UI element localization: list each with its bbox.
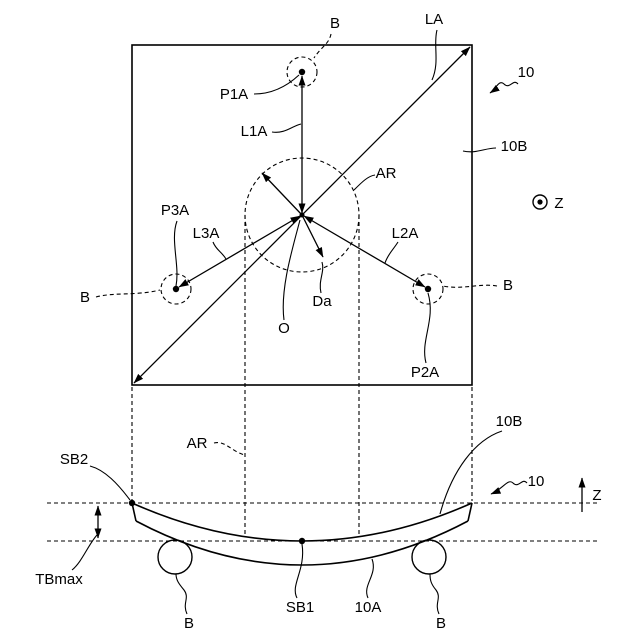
label-z-axis-side: Z [592,487,601,504]
leader-p3a [174,221,177,286]
projection-lines [47,215,600,541]
leader-sb1 [295,544,302,598]
label-point-sb1: SB1 [286,599,314,616]
member-arrow-side [491,481,527,494]
leader-ar-side [214,443,245,455]
point-sb2 [129,500,135,506]
label-distance-l1a: L1A [241,123,268,140]
label-distance-l3a: L3A [193,225,220,242]
leader-tbmax [72,535,97,570]
leader-da [320,262,323,293]
point-p1a [299,69,305,75]
leader-la [432,30,437,80]
label-point-sb2: SB2 [60,451,88,468]
member-right-end [468,503,472,521]
point-p3a [173,286,179,292]
label-surface-10a: 10A [355,599,382,616]
leader-l2a [385,242,398,263]
label-direction-da: Da [312,293,332,310]
support-roller-right [412,540,446,574]
label-support-b-top: B [330,15,340,32]
label-support-b-right: B [503,277,513,294]
leader-p1a [254,75,299,94]
label-member-10-side: 10 [528,473,545,490]
leader-roller-b-left [176,574,187,614]
label-support-b-left: B [80,289,90,306]
member-upper-surface [132,503,472,541]
label-point-p3a: P3A [161,202,189,219]
z-axis-out-of-page-icon [533,195,547,209]
label-center-o: O [278,320,290,337]
leader-sb2 [90,466,130,500]
label-region-ar-side: AR [187,435,208,452]
label-point-p2a: P2A [411,364,439,381]
leader-support-b-top [314,34,331,58]
label-member-10-plan: 10 [518,64,535,81]
label-surface-10b-side: 10B [496,413,523,430]
leader-10a [367,559,374,598]
label-z-axis-plan: Z [554,195,563,212]
plan-view: B LA P1A 10 L1A 10B AR Z P3A L3A L2A B B… [80,11,564,385]
leader-l3a [213,242,226,259]
label-distance-l2a: L2A [392,225,419,242]
region-radius-arrow [262,173,302,215]
point-sb1 [299,538,305,544]
leader-l1a [272,124,301,132]
member-arrow-plan [490,82,518,93]
leader-support-b-left [96,290,160,297]
side-view: 10B AR SB2 10 Z TBmax SB1 10A B B [35,413,601,632]
z-axis-dot [537,199,542,204]
leader-roller-b-right [430,574,439,614]
leader-ar-plan [354,175,375,190]
label-region-ar-plan: AR [376,165,397,182]
center-point-o [300,213,305,218]
label-roller-b-left: B [184,615,194,632]
leader-support-b-right [443,285,497,287]
leader-10b-side [440,431,502,514]
support-roller-left [158,540,192,574]
label-point-p1a: P1A [220,86,248,103]
point-p2a [425,286,431,292]
label-deflection-tbmax: TBmax [35,571,83,588]
label-roller-b-right: B [436,615,446,632]
label-diagonal-la: LA [425,11,443,28]
leader-10b-plan [463,148,496,152]
label-surface-10b-plan: 10B [501,138,528,155]
